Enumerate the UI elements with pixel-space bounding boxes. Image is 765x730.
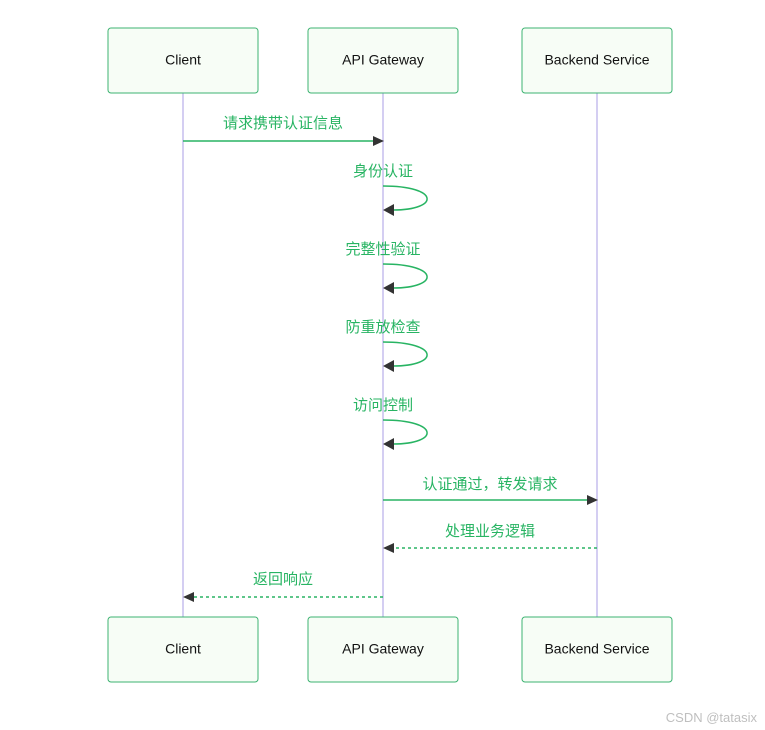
participant-client-top: Client <box>107 27 259 94</box>
participant-client-bottom-label: Client <box>165 641 201 657</box>
self-message-integrity-check-label: 完整性验证 <box>345 240 420 258</box>
self-message-identity-auth-loop <box>382 185 428 211</box>
participant-backend-bottom-label: Backend Service <box>544 641 649 657</box>
participant-client-bottom: Client <box>107 616 259 683</box>
participant-client-label: Client <box>165 52 201 68</box>
self-message-identity-auth-label: 身份认证 <box>353 162 413 180</box>
participant-gateway-top: API Gateway <box>307 27 459 94</box>
message-request-with-auth-label: 请求携带认证信息 <box>223 114 343 132</box>
message-return-response-arrowhead <box>183 592 194 602</box>
message-process-logic-arrowhead <box>383 543 394 553</box>
message-forward-request-arrowhead <box>587 495 598 505</box>
self-message-replay-protection-label: 防重放检查 <box>345 318 420 336</box>
participant-backend-top: Backend Service <box>521 27 673 94</box>
self-message-integrity-check-arrowhead <box>383 282 394 294</box>
participant-gateway-label: API Gateway <box>342 52 424 68</box>
self-message-integrity-check-loop <box>382 263 428 289</box>
message-request-with-auth-arrowhead <box>373 136 384 146</box>
message-process-logic-label: 处理业务逻辑 <box>445 522 535 540</box>
self-message-access-control-label: 访问控制 <box>353 396 413 414</box>
self-message-identity-auth-arrowhead <box>383 204 394 216</box>
self-message-access-control-arrowhead <box>383 438 394 450</box>
self-message-replay-protection-loop <box>382 341 428 367</box>
participant-gateway-bottom-label: API Gateway <box>342 641 424 657</box>
participant-backend-bottom: Backend Service <box>521 616 673 683</box>
participant-backend-label: Backend Service <box>544 52 649 68</box>
message-forward-request-label: 认证通过，转发请求 <box>422 475 557 493</box>
watermark: CSDN @tatasix <box>666 710 758 725</box>
self-message-replay-protection-arrowhead <box>383 360 394 372</box>
self-message-access-control-loop <box>382 419 428 445</box>
message-return-response-label: 返回响应 <box>253 570 313 588</box>
participant-gateway-bottom: API Gateway <box>307 616 459 683</box>
